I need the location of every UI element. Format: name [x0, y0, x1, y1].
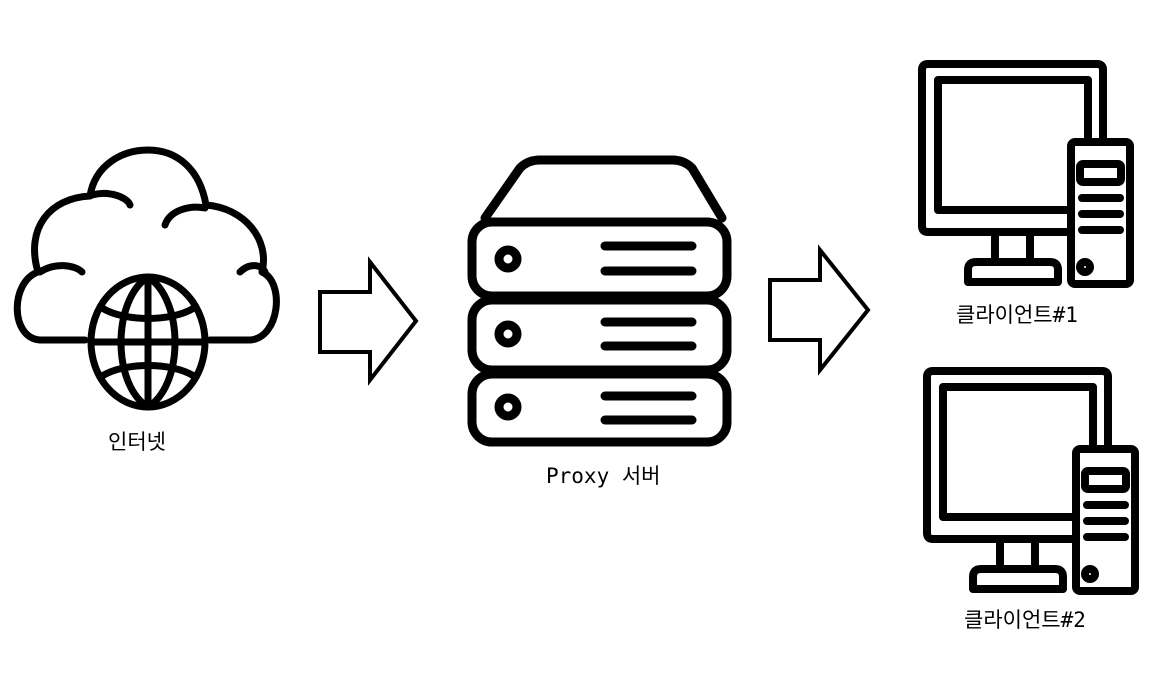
proxy-server-label: Proxy 서버 — [546, 464, 661, 488]
internet-label: 인터넷 — [108, 430, 166, 454]
right-arrow-icon — [318, 256, 419, 386]
desktop-computer-icon — [918, 60, 1134, 288]
desktop-computer-icon — [923, 367, 1139, 595]
server-stack-icon — [467, 155, 732, 447]
client-1-label: 클라이언트#1 — [956, 303, 1078, 327]
right-arrow-icon — [768, 244, 871, 376]
cloud-globe-icon — [13, 146, 280, 411]
client-2-label: 클라이언트#2 — [964, 608, 1086, 632]
